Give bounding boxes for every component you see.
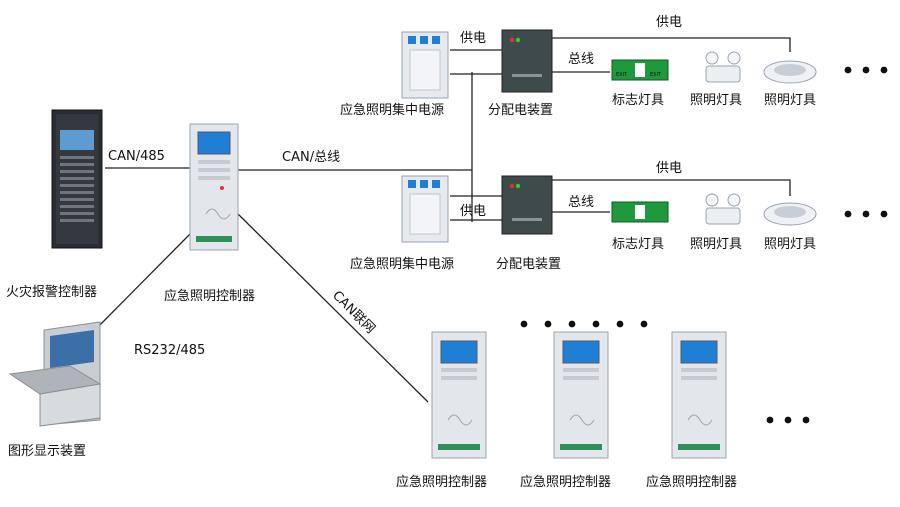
main-controller-icon [189, 123, 239, 251]
label-can-bus: CAN/总线 [282, 150, 340, 165]
label-distribution-top: 分配电装置 [488, 103, 553, 118]
label-bus-top: 总线 [568, 52, 594, 67]
label-ceiling-lamp-top: 照明灯具 [764, 93, 816, 108]
label-lighting-lamp-bottom: 照明灯具 [690, 237, 742, 252]
label-sign-lamp-top: 标志灯具 [612, 93, 664, 108]
label-graphic-display: 图形显示装置 [8, 444, 86, 459]
label-sub-controller-1: 应急照明控制器 [396, 474, 487, 490]
wire-power-top-right [552, 37, 791, 52]
label-can-network: CAN联网 [329, 288, 378, 337]
sign-lamp-top-icon: EXIT EXIT [611, 59, 669, 81]
label-can485: CAN/485 [108, 149, 165, 164]
label-fire-alarm-controller: 火灾报警控制器 [6, 284, 97, 300]
wire-rs232 [89, 231, 193, 336]
sub-controller-2-icon [553, 331, 609, 459]
distribution-top-icon [501, 29, 553, 93]
label-rs232: RS232/485 [134, 343, 205, 358]
label-sign-lamp-bottom: 标志灯具 [612, 237, 664, 252]
label-bus-bottom: 总线 [568, 195, 594, 210]
label-lighting-lamp-top: 照明灯具 [690, 93, 742, 108]
label-central-power-bottom: 应急照明集中电源 [350, 256, 454, 272]
sub-controller-3-icon [671, 331, 727, 459]
label-distribution-bottom: 分配电装置 [496, 257, 561, 272]
graphic-display-icon [8, 321, 102, 427]
label-power-supply-bottom-right: 供电 [656, 161, 682, 176]
distribution-bottom-icon [501, 175, 553, 235]
label-power-supply-bottom: 供电 [460, 204, 486, 219]
ellipsis-sub-controllers-right [766, 416, 810, 424]
exit-text-left: EXIT [616, 72, 628, 78]
wire-power-bottom-right [552, 179, 791, 196]
wire-can-network [235, 211, 429, 403]
wires [89, 37, 791, 403]
ellipsis-middle-right [844, 210, 888, 218]
fire-alarm-controller-icon [51, 109, 103, 249]
central-power-bottom-icon [401, 175, 449, 243]
exit-text-right: EXIT [650, 72, 662, 78]
label-power-supply-top-right: 供电 [656, 15, 682, 30]
ceiling-lamp-bottom-icon [763, 202, 817, 226]
label-emergency-lighting-controller: 应急照明控制器 [164, 288, 255, 304]
ellipsis-sub-controllers-top [520, 320, 648, 328]
ceiling-lamp-top-icon [763, 60, 817, 84]
ellipsis-top-right [844, 66, 888, 74]
lighting-lamp-top-icon [705, 51, 741, 83]
label-ceiling-lamp-bottom: 照明灯具 [764, 237, 816, 252]
label-sub-controller-2: 应急照明控制器 [520, 474, 611, 490]
label-power-supply-top: 供电 [460, 31, 486, 46]
sign-lamp-bottom-icon [611, 201, 669, 223]
lighting-lamp-bottom-icon [705, 193, 741, 225]
central-power-top-icon [401, 31, 449, 99]
label-central-power-top: 应急照明集中电源 [340, 102, 444, 118]
sub-controller-1-icon [431, 331, 487, 459]
label-sub-controller-3: 应急照明控制器 [646, 474, 737, 490]
